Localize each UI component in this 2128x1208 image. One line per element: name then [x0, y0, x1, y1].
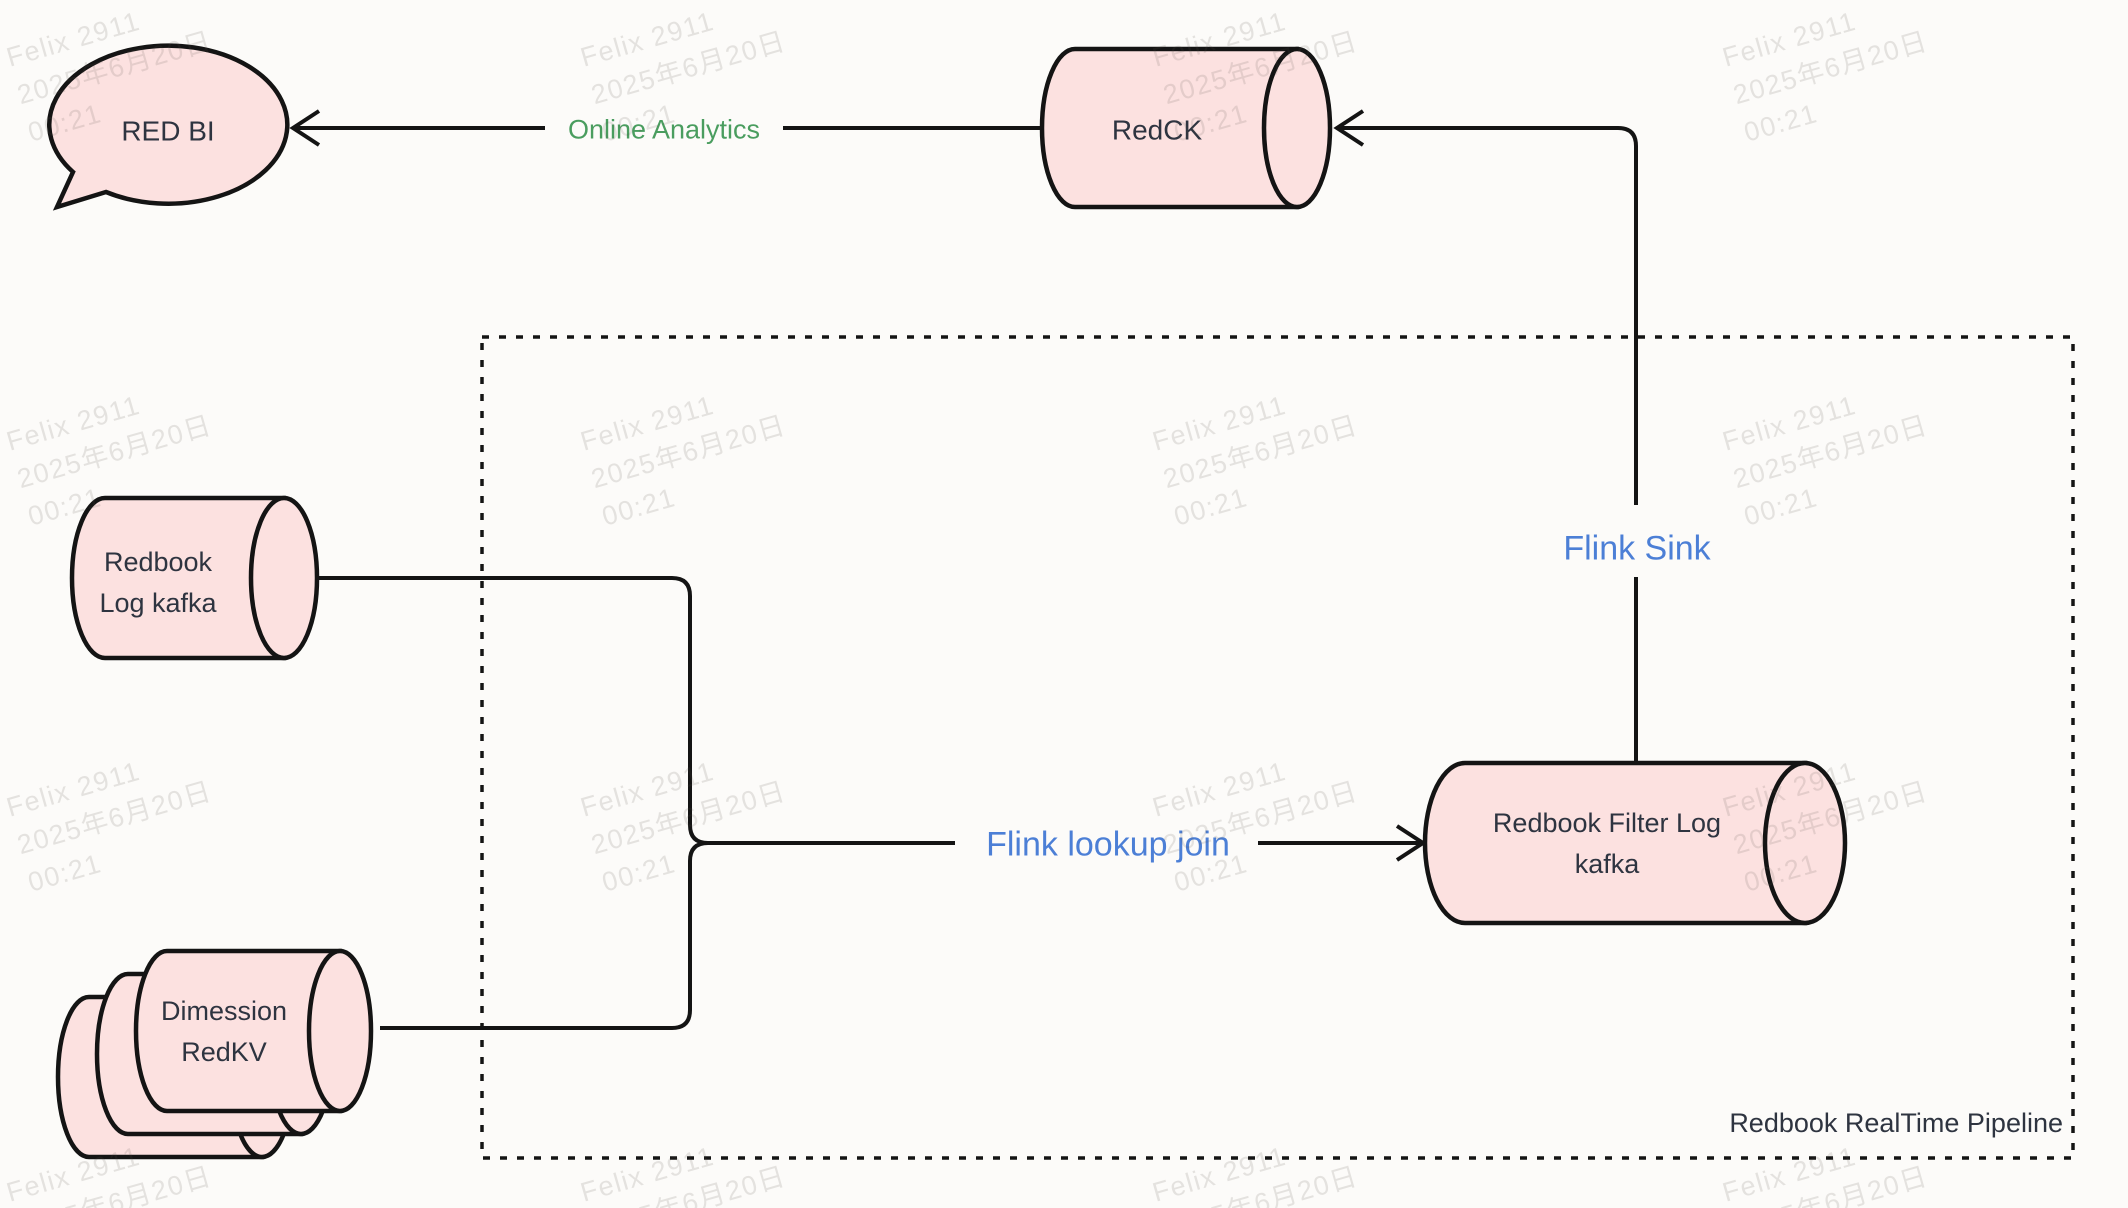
- online-analytics-label: Online Analytics: [567, 114, 761, 145]
- flink-lookup-join-label: Flink lookup join: [986, 825, 1230, 864]
- redbook-log-kafka-cylinder: [69, 495, 320, 661]
- redck-cylinder: [1039, 46, 1333, 210]
- redck-cylinder-cap: [1261, 46, 1333, 210]
- dimession-redkv-label-line1: Dimession: [160, 996, 288, 1026]
- redbook-filter-log-kafka-label: Redbook Filter Log kafka: [1493, 803, 1721, 885]
- dimession-redkv-label-line2: RedKV: [181, 1037, 267, 1067]
- pipeline-container-label: Redbook RealTime Pipeline: [1729, 1108, 2063, 1138]
- arrowhead-into-redck: [1333, 109, 1365, 147]
- dimession-redkv-stack: [55, 948, 374, 1160]
- arrowhead-into-red-bi: [289, 109, 321, 147]
- redbook-filter-log-kafka-label-line1: Redbook Filter Log: [1492, 808, 1722, 838]
- redbook-filter-log-kafka-cylinder-cap: [1762, 760, 1848, 926]
- dimession-redkv-label: Dimession RedKV: [161, 991, 287, 1073]
- flink-sink-label: Flink Sink: [1563, 529, 1711, 568]
- redbook-filter-log-kafka-label-line2: kafka: [1574, 849, 1640, 879]
- redbook-log-kafka-cylinder-cap: [248, 495, 320, 661]
- redbook-log-kafka-label-line1: Redbook: [103, 547, 213, 577]
- edge-online-analytics: [289, 109, 1042, 147]
- redck-label: RedCK: [1111, 114, 1203, 146]
- redbook-log-kafka-label: Redbook Log kafka: [99, 542, 216, 624]
- redbook-log-kafka-label-line2: Log kafka: [99, 588, 217, 618]
- edge-flink-sink: [1333, 109, 1638, 763]
- edge-flink-lookup-join: [317, 576, 1427, 1030]
- redbook-filter-log-kafka-cylinder: [1422, 760, 1848, 926]
- dimession-cylinder-front: [133, 948, 374, 1114]
- red-bi-label: RED BI: [121, 115, 215, 147]
- red-bi-bubble: [47, 43, 290, 211]
